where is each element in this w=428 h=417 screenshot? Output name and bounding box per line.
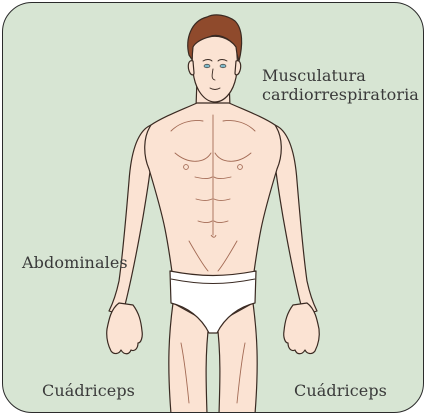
diagram-panel: Musculatura cardiorrespiratoria Abdomina…	[2, 2, 424, 413]
left-ear	[188, 61, 194, 75]
label-abdominals: Abdominales	[22, 253, 128, 272]
human-body-illustration	[3, 3, 424, 413]
label-cardiorespiratory-muscles: Musculatura cardiorrespiratoria	[262, 66, 419, 104]
left-hand	[107, 303, 143, 354]
label-cardio-line-2: cardiorrespiratoria	[262, 85, 419, 104]
label-cardio-line-1: Musculatura	[262, 66, 419, 85]
right-hand	[284, 303, 320, 354]
right-ear	[235, 61, 241, 75]
label-quadriceps-right: Cuádriceps	[294, 381, 387, 400]
label-quadriceps-left: Cuádriceps	[42, 381, 135, 400]
